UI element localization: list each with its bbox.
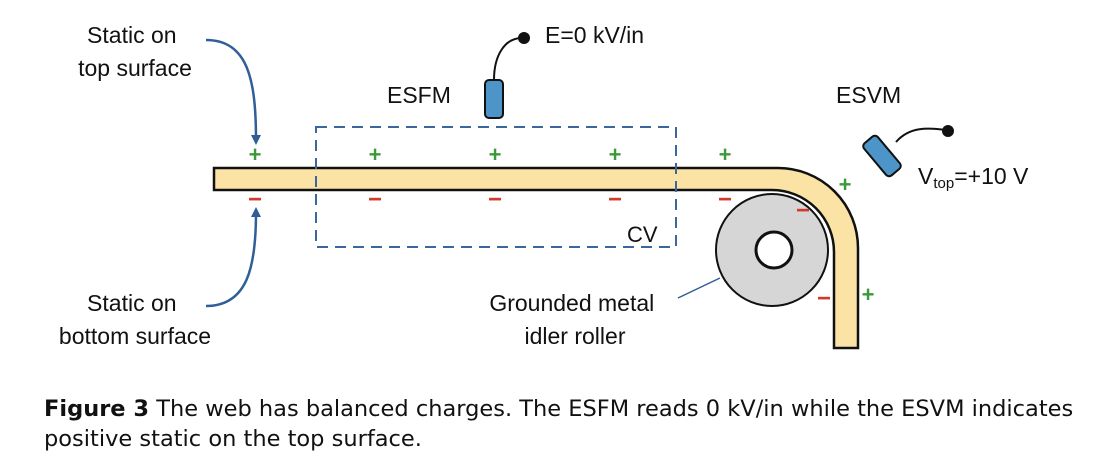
plus-charge: + [249,142,262,167]
plus-charge: + [369,142,382,167]
esfm-sensor [484,79,504,119]
vtop-reading: Vtop=+10 V [918,163,1029,192]
control-volume-box [315,126,677,248]
esvm-label: ESVM [836,82,901,108]
esfm-label: ESFM [387,82,451,108]
web-charge-diagram: CV + + + + + + + − − − − − − − Static on… [59,22,1029,350]
esvm-cable-end [942,125,954,137]
minus-charge: − [718,186,732,213]
arrow-to-top-surface [205,38,261,145]
static-top-label: Static on top surface [78,22,192,81]
esfm-reading: E=0 kV/in [545,22,644,48]
minus-charge: − [796,197,810,224]
roller-leader-line [677,277,721,299]
esfm-cable [493,37,523,81]
plus-charge: + [862,282,875,307]
plus-charge: + [839,172,852,197]
caption-text: The web has balanced charges. The ESFM r… [44,396,1074,452]
minus-charge: − [248,186,262,213]
minus-charge: − [488,186,502,213]
plus-charge: + [609,142,622,167]
static-bottom-label: Static on bottom surface [59,290,211,349]
esvm-sensor [862,134,902,178]
esvm-cable [895,127,947,143]
minus-charge: − [817,285,831,312]
plus-charge: + [489,142,502,167]
minus-charge: − [368,186,382,213]
plus-charge: + [719,142,732,167]
arrow-to-bottom-surface [205,207,261,308]
caption-label: Figure 3 [44,396,150,422]
diagram: CV + + + + + + + − − − − − − − Static on… [59,22,1029,350]
esfm-cable-end [518,32,530,44]
cv-label: CV [627,222,658,247]
minus-charge: − [608,186,622,213]
idler-roller [715,193,829,307]
figure-caption: Figure 3 The web has balanced charges. T… [44,394,1074,454]
roller-label: Grounded metal idler roller [489,290,660,349]
web-film [212,166,860,350]
